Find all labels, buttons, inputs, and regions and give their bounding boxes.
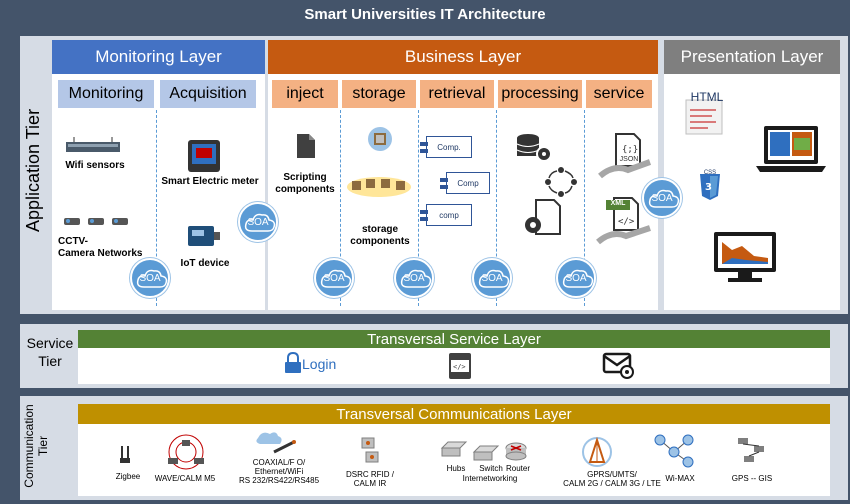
xml-label: XML bbox=[610, 200, 626, 207]
wifi-sensor-icon bbox=[66, 137, 120, 152]
html-label: HTML bbox=[690, 90, 724, 104]
service-layer-header: Transversal Service Layer bbox=[78, 330, 830, 348]
code-tablet-icon: </> bbox=[449, 353, 471, 379]
cctv-camera-icon bbox=[64, 218, 128, 225]
business-divider-1 bbox=[340, 110, 341, 306]
wave-label: WAVE/CALM M5 bbox=[154, 474, 216, 483]
storage-components-label: storage components bbox=[350, 224, 410, 247]
rfid-tags-icon bbox=[361, 437, 379, 463]
gprs-tower-icon bbox=[582, 436, 612, 467]
wifi-sensors-label: Wifi sensors bbox=[65, 160, 125, 171]
component-port-1b bbox=[420, 149, 428, 153]
dsrc-label: DSRC RFID / CALM IR bbox=[346, 470, 394, 488]
component-box-3: comp bbox=[426, 204, 472, 226]
service-subheader: service bbox=[586, 80, 652, 108]
coaxial-cable-icon bbox=[256, 432, 296, 454]
json-hand-icon: {;} bbox=[598, 133, 652, 179]
zigbee-antenna-icon bbox=[120, 446, 130, 463]
component-port-3a bbox=[420, 210, 428, 214]
hubs-label: Hubs bbox=[446, 464, 466, 473]
json-label: JSON bbox=[619, 156, 639, 163]
hub-icon bbox=[440, 441, 468, 457]
wave-vehicles-icon bbox=[168, 434, 204, 470]
wimax-network-icon bbox=[654, 434, 694, 468]
email-settings-icon bbox=[602, 352, 634, 379]
iot-device-label: IoT device bbox=[180, 258, 230, 269]
wimax-label: Wi-MAX bbox=[665, 474, 695, 483]
gps-satellite-icon bbox=[738, 438, 764, 462]
switch-label: Switch bbox=[479, 464, 503, 473]
presentation-layer-header: Presentation Layer bbox=[664, 40, 840, 74]
component-port-3b bbox=[420, 217, 428, 221]
application-tier-label: Application Tier bbox=[23, 108, 43, 232]
monitoring-divider bbox=[156, 110, 157, 306]
service-tier-label: Service Tier bbox=[26, 335, 74, 369]
component-port-2a bbox=[440, 178, 448, 182]
css-shield-icon: 3 bbox=[700, 174, 720, 200]
business-divider-3 bbox=[496, 110, 497, 306]
svg-text:</>: </> bbox=[453, 363, 466, 371]
component-port-2b bbox=[440, 185, 448, 189]
gprs-label: GPRS/UMTS/ CALM 2G / CALM 3G / LTE bbox=[563, 470, 661, 488]
laptop-icon bbox=[756, 126, 826, 172]
acquisition-subheader: Acquisition bbox=[160, 80, 256, 108]
inject-subheader: inject bbox=[272, 80, 338, 108]
storage-cube-icon bbox=[368, 127, 392, 151]
svg-text:</>: </> bbox=[618, 217, 635, 227]
storage-subheader: storage bbox=[342, 80, 416, 108]
html-document-icon bbox=[685, 99, 723, 135]
soa-cloud-retrieval: SOA bbox=[472, 258, 512, 298]
svg-text:{;}: {;} bbox=[622, 145, 638, 155]
component-box-1: Comp. bbox=[426, 136, 472, 158]
internetworking-label: Internetworking bbox=[462, 474, 518, 483]
process-cycle-icon bbox=[545, 167, 577, 197]
monitoring-subheader: Monitoring bbox=[58, 80, 154, 108]
monitoring-layer-header: Monitoring Layer bbox=[52, 40, 265, 74]
retrieval-subheader: retrieval bbox=[420, 80, 494, 108]
soa-cloud-acquisition: SOA bbox=[238, 202, 278, 242]
xml-hand-icon: </> bbox=[596, 197, 651, 245]
file-gear-icon bbox=[525, 199, 561, 235]
soa-cloud-service: SOA bbox=[642, 178, 682, 218]
database-gear-icon bbox=[516, 134, 552, 162]
processing-subheader: processing bbox=[498, 80, 582, 108]
component-box-2: Comp bbox=[446, 172, 490, 194]
router-icon bbox=[505, 442, 527, 461]
scripting-components-label: Scripting components bbox=[275, 172, 335, 195]
smart-electric-meter-icon bbox=[188, 140, 220, 172]
login-lock-icon bbox=[285, 352, 301, 373]
css-label: CSS bbox=[703, 170, 717, 176]
svg-text:3: 3 bbox=[705, 182, 712, 193]
gps-label: GPS -- GIS bbox=[731, 474, 773, 483]
storage-cluster-icon bbox=[347, 177, 411, 197]
soa-cloud-processing: SOA bbox=[556, 258, 596, 298]
smart-meter-label: Smart Electric meter bbox=[161, 176, 259, 187]
soa-cloud-inject: SOA bbox=[314, 258, 354, 298]
communication-tier-label: Communication Tier bbox=[22, 404, 50, 488]
business-layer-header: Business Layer bbox=[268, 40, 658, 74]
script-file-icon bbox=[297, 134, 315, 158]
coaxial-label: COAXIAL/F O/ Ethernet/WiFi RS 232/RS422/… bbox=[238, 458, 320, 485]
cctv-label: CCTV- Camera Networks bbox=[58, 236, 143, 259]
login-label: Login bbox=[302, 356, 337, 372]
router-label: Router bbox=[505, 464, 530, 473]
business-divider-2 bbox=[418, 110, 419, 306]
comm-layer-header: Transversal Communications Layer bbox=[78, 404, 830, 424]
business-divider-4 bbox=[584, 110, 585, 306]
zigbee-label: Zigbee bbox=[115, 472, 141, 481]
diagram-title: Smart Universities IT Architecture bbox=[304, 6, 546, 23]
component-port-1a bbox=[420, 142, 428, 146]
soa-cloud-monitoring: SOA bbox=[130, 258, 170, 298]
switch-icon bbox=[472, 445, 500, 461]
soa-cloud-storage: SOA bbox=[394, 258, 434, 298]
iot-device-icon bbox=[188, 226, 220, 246]
monitor-chart-icon bbox=[714, 232, 776, 282]
